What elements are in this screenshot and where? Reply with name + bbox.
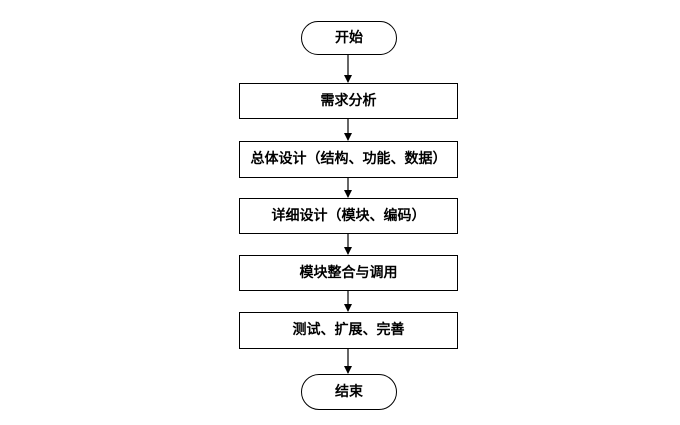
- detailed-design-box: 详细设计（模块、编码）: [239, 198, 458, 234]
- detailed-design-label: 详细设计（模块、编码）: [271, 207, 426, 224]
- end-node: 结束: [301, 374, 397, 410]
- module-integration-label: 模块整合与调用: [299, 264, 398, 281]
- testing-box: 测试、扩展、完善: [239, 312, 458, 349]
- overall-design-label: 总体设计（结构、功能、数据）: [250, 151, 447, 167]
- start-node-label: 开始: [335, 29, 363, 46]
- testing-label: 测试、扩展、完善: [292, 322, 405, 338]
- overall-design-box: 总体设计（结构、功能、数据）: [239, 141, 458, 178]
- requirements-analysis-label: 需求分析: [320, 92, 377, 109]
- end-node-label: 结束: [335, 383, 363, 400]
- requirements-analysis-box: 需求分析: [239, 83, 458, 119]
- module-integration-box: 模块整合与调用: [239, 255, 458, 291]
- start-node: 开始: [301, 21, 397, 55]
